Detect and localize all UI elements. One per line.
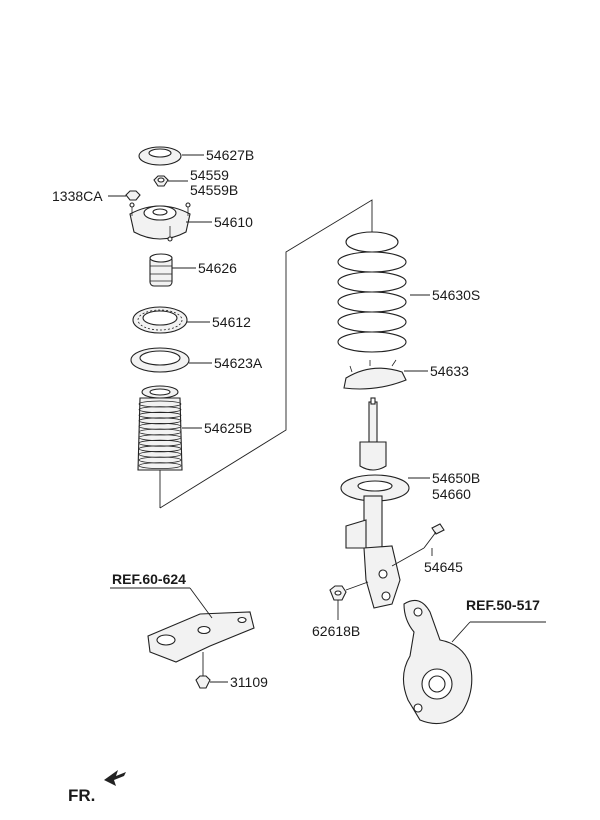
bolt-guide-line <box>391 547 425 567</box>
part-54630S-coil-spring <box>337 231 407 353</box>
label-54623A: 54623A <box>214 355 263 371</box>
part-54559-nut <box>153 175 169 187</box>
label-54559B: 54559B <box>190 182 238 198</box>
spring-coil <box>337 291 407 313</box>
label-54625B: 54625B <box>204 420 252 436</box>
boot-rib <box>138 411 182 419</box>
part-54626-bump-stopper <box>149 253 173 287</box>
knuckle-reference-part <box>402 599 473 725</box>
spring-coil <box>337 311 407 333</box>
label-1338CA: 1338CA <box>52 188 103 204</box>
label-54559: 54559 <box>190 167 229 183</box>
part-54612-bearing <box>132 306 188 334</box>
bracket-reference-part <box>147 611 255 663</box>
boot-rib <box>138 462 182 470</box>
part-54610-mount <box>129 202 191 242</box>
boot-rib <box>138 439 182 447</box>
label-54626: 54626 <box>198 260 237 276</box>
label-front: FR. <box>68 786 95 805</box>
assembly-frame-line <box>159 199 373 509</box>
label-54627B: 54627B <box>206 147 254 163</box>
spring-coil <box>345 231 399 253</box>
spring-coil <box>337 251 407 273</box>
label-54633: 54633 <box>430 363 469 379</box>
boot-ribs <box>138 400 182 470</box>
part-62618B-nut <box>329 585 347 601</box>
part-54633-lower-pad <box>343 359 407 390</box>
label-54630S: 54630S <box>432 287 480 303</box>
label-54660: 54660 <box>432 486 471 502</box>
part-54645-bolt <box>423 523 445 549</box>
part-1338CA-nut <box>125 190 141 201</box>
front-direction-arrow-icon <box>104 770 126 786</box>
part-54627B-cap <box>138 146 182 166</box>
spring-coil <box>337 331 407 353</box>
label-54645: 54645 <box>424 559 463 575</box>
nut-guide-line <box>345 581 369 591</box>
label-ref-60-624: REF.60-624 <box>112 571 186 587</box>
part-31109-nut <box>195 675 211 689</box>
label-54650B: 54650B <box>432 470 480 486</box>
part-54650B-strut <box>340 397 410 609</box>
label-ref-50-517: REF.50-517 <box>466 597 540 613</box>
label-31109: 31109 <box>230 674 268 690</box>
label-54612: 54612 <box>212 314 251 330</box>
spring-coil <box>337 271 407 293</box>
leader-ref-50-517 <box>451 621 471 643</box>
part-54623A-spring-pad <box>130 347 190 373</box>
label-62618B: 62618B <box>312 623 360 639</box>
label-54610: 54610 <box>214 214 253 230</box>
leader-ref-60-624 <box>189 587 213 619</box>
